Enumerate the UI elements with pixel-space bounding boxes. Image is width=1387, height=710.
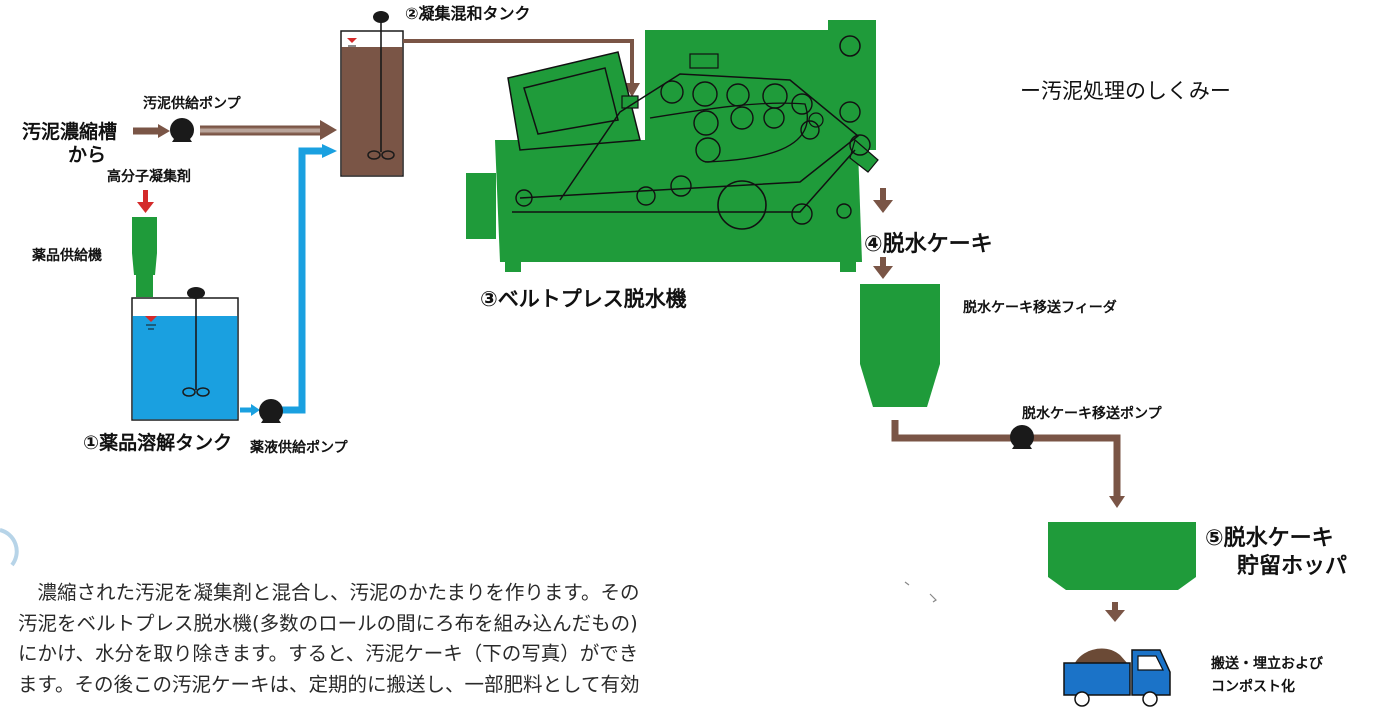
cake-pump-label: 脱水ケーキ移送ポンプ (1022, 406, 1162, 422)
sludge-pipe-to-press (403, 39, 640, 97)
tank1-label: ①薬品溶解タンク (83, 432, 233, 454)
polymer-arrow-icon (137, 190, 154, 213)
belt-press-machine (466, 20, 879, 272)
sludge-pipe-to-tank2 (200, 120, 337, 140)
belt-press-label: ③ベルトプレス脱水機 (480, 287, 687, 311)
description-line: にかけ、水分を取り除きます。すると、汚泥ケーキ（下の写真）ができ (18, 642, 639, 665)
cake-label: ④脱水ケーキ (864, 232, 993, 257)
cake-arrow-1-icon (873, 188, 893, 213)
cake-feeder-label: 脱水ケーキ移送フィーダ (963, 300, 1117, 316)
tank2-label: ②凝集混和タンク (405, 4, 531, 23)
sludge-source-label: 汚泥濃縮槽 (22, 121, 118, 143)
storage-hopper (1048, 522, 1196, 590)
dump-truck-icon (1063, 648, 1171, 707)
sludge-pump-label: 汚泥供給ポンプ (143, 96, 241, 112)
chemical-dissolving-tank (131, 287, 239, 421)
sludge-pump-icon (170, 118, 194, 142)
cake-transfer-pipe (891, 420, 1125, 508)
description-line: 汚泥をベルトプレス脱水機(多数のロールの間にろ布を組み込んだもの) (18, 611, 638, 635)
page-edge-decoration (0, 528, 19, 567)
page-title: ー汚泥処理のしくみー (1020, 79, 1231, 103)
sludge-inlet-pipe (133, 124, 170, 138)
chemical-feeder-label: 薬品供給機 (32, 248, 102, 264)
hopper-label-2: 貯留ホッパ (1237, 554, 1348, 579)
decorative-mark (904, 581, 937, 603)
polymer-label: 高分子凝集剤 (107, 169, 191, 185)
chemical-pump-label: 薬液供給ポンプ (250, 440, 348, 456)
chemical-pipe (240, 144, 337, 416)
cake-feeder (860, 284, 940, 407)
description-line: 濃縮された汚泥を凝集剤と混合し、汚泥のかたまりを作ります。その (18, 581, 640, 604)
chemical-pump-icon (259, 399, 283, 423)
description-line: ます。その後この汚泥ケーキは、定期的に搬送し、一部肥料として有効 (18, 672, 640, 696)
cake-pump-icon (1010, 425, 1034, 449)
transport-label: 搬送・埋立および (1211, 656, 1323, 672)
description-paragraph: 濃縮された汚泥を凝集剤と混合し、汚泥のかたまりを作ります。その 汚泥をベルトプレ… (18, 578, 763, 700)
flocculation-tank (340, 11, 404, 177)
hopper-label: ⑤脱水ケーキ (1205, 526, 1334, 551)
hopper-arrow-icon (1105, 602, 1125, 622)
transport-label-2: コンポスト化 (1211, 679, 1295, 695)
chemical-feeder (132, 217, 157, 297)
cake-arrow-2-icon (873, 257, 893, 279)
sludge-source-label-2: から (68, 144, 107, 166)
